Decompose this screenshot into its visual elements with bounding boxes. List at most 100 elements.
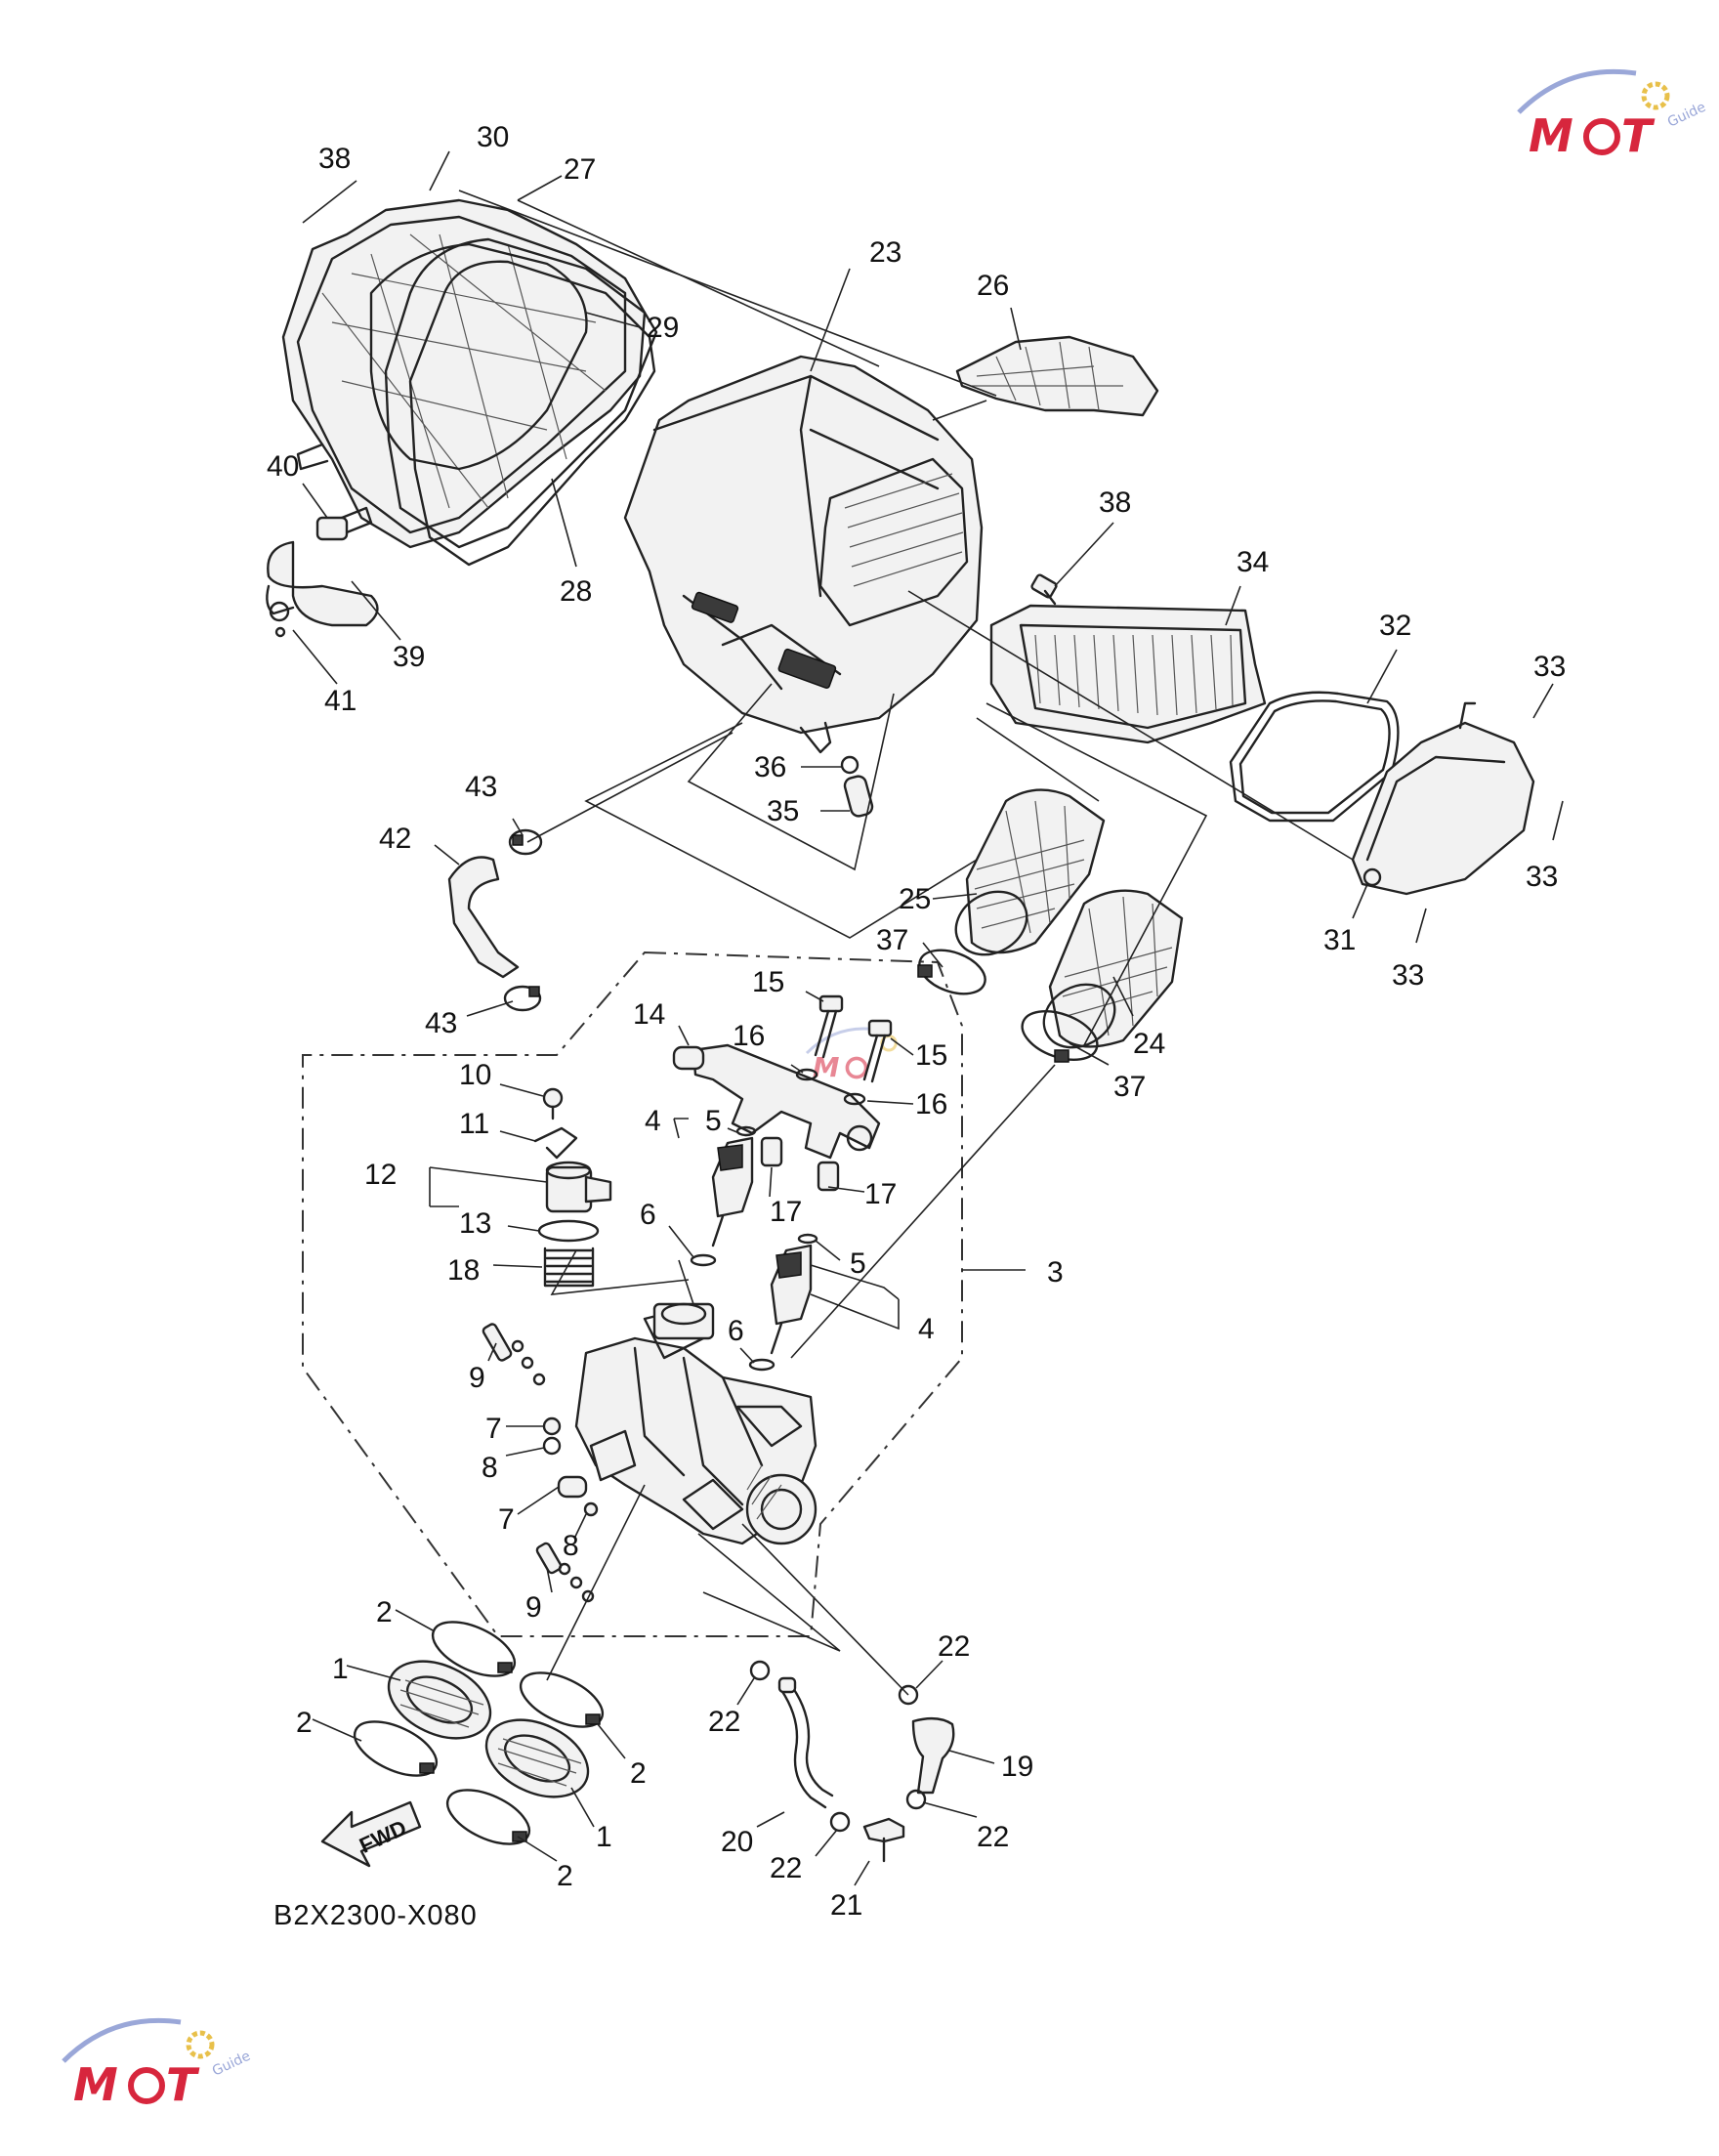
o-ring-6b — [748, 1358, 776, 1372]
throttle-body-joint-1b — [484, 1718, 590, 1798]
callout-22: 22 — [708, 1706, 740, 1738]
callout-28: 28 — [560, 575, 592, 608]
callout-5: 5 — [850, 1247, 866, 1280]
callout-12: 12 — [364, 1159, 397, 1191]
svg-text:M: M — [1529, 109, 1573, 162]
o-ring-8-upper — [542, 1436, 562, 1456]
callout-37: 37 — [1113, 1071, 1146, 1103]
callout-2: 2 — [296, 1707, 313, 1739]
o-ring-6a — [690, 1253, 717, 1267]
callout-23: 23 — [869, 236, 901, 269]
svg-text:T: T — [1621, 109, 1656, 162]
drain-plug-35 — [843, 775, 874, 818]
callout-18: 18 — [447, 1254, 480, 1287]
callout-40: 40 — [267, 450, 299, 483]
svg-text:M: M — [813, 1051, 839, 1083]
callout-4: 4 — [645, 1105, 661, 1137]
seal-17b — [817, 1161, 840, 1192]
callout-37: 37 — [876, 924, 908, 956]
callout-2: 2 — [376, 1596, 393, 1628]
clip-22c — [829, 1811, 851, 1833]
clamp-37-lower — [1021, 1010, 1099, 1063]
callout-34: 34 — [1237, 546, 1269, 578]
callout-31: 31 — [1323, 924, 1356, 956]
o-ring-8-lower — [583, 1501, 599, 1517]
callout-numbers: 30 38 27 23 26 29 40 28 39 41 38 34 32 3… — [267, 121, 1566, 1922]
spring-18 — [543, 1247, 595, 1288]
air-filter-cover-31 — [1351, 701, 1535, 896]
callout-1: 1 — [596, 1821, 612, 1853]
clamp-37-upper — [917, 949, 986, 995]
callout-30: 30 — [477, 121, 509, 153]
callout-19: 19 — [1001, 1751, 1033, 1783]
diagram-code: B2X2300-X080 — [273, 1900, 478, 1931]
cap-7-lower — [557, 1475, 588, 1499]
callout-2: 2 — [630, 1757, 647, 1790]
svg-text:T: T — [166, 2058, 200, 2111]
callout-6: 6 — [640, 1199, 656, 1231]
callout-33: 33 — [1526, 861, 1558, 893]
callout-15: 15 — [915, 1039, 947, 1072]
callout-17: 17 — [864, 1178, 897, 1210]
callout-14: 14 — [633, 998, 665, 1031]
callout-20: 20 — [721, 1826, 753, 1858]
callout-27: 27 — [564, 153, 596, 186]
callout-8: 8 — [563, 1530, 579, 1562]
screw-9-upper — [482, 1323, 546, 1386]
screw-9-lower — [535, 1542, 595, 1603]
clip-22d — [905, 1789, 927, 1810]
throttle-body — [574, 1307, 818, 1545]
assembly-lines — [458, 190, 1354, 1696]
hose-42 — [447, 856, 520, 979]
callout-7: 7 — [498, 1503, 515, 1536]
leader-lines — [292, 150, 1564, 1886]
bolt-15b — [862, 1019, 893, 1083]
callout-38: 38 — [1099, 486, 1131, 519]
hose-19 — [911, 1716, 955, 1795]
o-ring-13 — [537, 1219, 600, 1243]
gasket-28 — [408, 260, 656, 567]
clamp-2c — [353, 1720, 439, 1777]
callout-29: 29 — [647, 312, 679, 344]
clip-36 — [840, 755, 860, 775]
air-filter-case-seal-29 — [384, 237, 658, 549]
callout-42: 42 — [379, 823, 411, 855]
callout-38: 38 — [318, 143, 351, 175]
air-filter-element-34 — [989, 604, 1267, 744]
callout-41: 41 — [324, 685, 356, 717]
breather-hose-39 — [266, 516, 379, 627]
throttle-body-joint-1a — [387, 1660, 492, 1740]
clamp-43-lower — [503, 985, 542, 1012]
callout-33: 33 — [1533, 651, 1566, 683]
callout-16: 16 — [915, 1088, 947, 1120]
joint-24 — [1042, 889, 1184, 1049]
callout-10: 10 — [459, 1059, 491, 1091]
forward-direction-arrow: FWD — [320, 1800, 422, 1868]
callout-17: 17 — [770, 1196, 802, 1228]
callout-9: 9 — [525, 1591, 542, 1624]
throttle-position-sensor — [652, 1302, 715, 1340]
joint-21 — [862, 1817, 905, 1863]
callout-16: 16 — [733, 1020, 765, 1052]
callout-22: 22 — [938, 1630, 970, 1663]
intake-duct-26 — [955, 335, 1159, 417]
collar-16b — [843, 1092, 866, 1106]
screw-10 — [542, 1087, 564, 1120]
fuel-injector-4b — [770, 1244, 813, 1355]
callout-25: 25 — [899, 883, 931, 915]
o-ring-5a — [735, 1125, 757, 1137]
clip-22b — [898, 1684, 919, 1706]
fuel-injector-4a — [711, 1136, 754, 1247]
bolt-15a — [814, 994, 844, 1059]
svg-text:Guide: Guide — [1665, 100, 1708, 131]
air-filter-case-23 — [623, 355, 984, 754]
callout-1: 1 — [332, 1653, 349, 1685]
fuel-delivery-pipe-14 — [672, 1043, 881, 1160]
bracket-11 — [533, 1126, 578, 1160]
callout-13: 13 — [459, 1207, 491, 1240]
callout-4: 4 — [918, 1313, 935, 1345]
callout-5: 5 — [705, 1105, 722, 1137]
callout-3: 3 — [1047, 1256, 1064, 1289]
clamp-43-upper — [508, 828, 543, 856]
cap-7-upper — [542, 1416, 562, 1436]
